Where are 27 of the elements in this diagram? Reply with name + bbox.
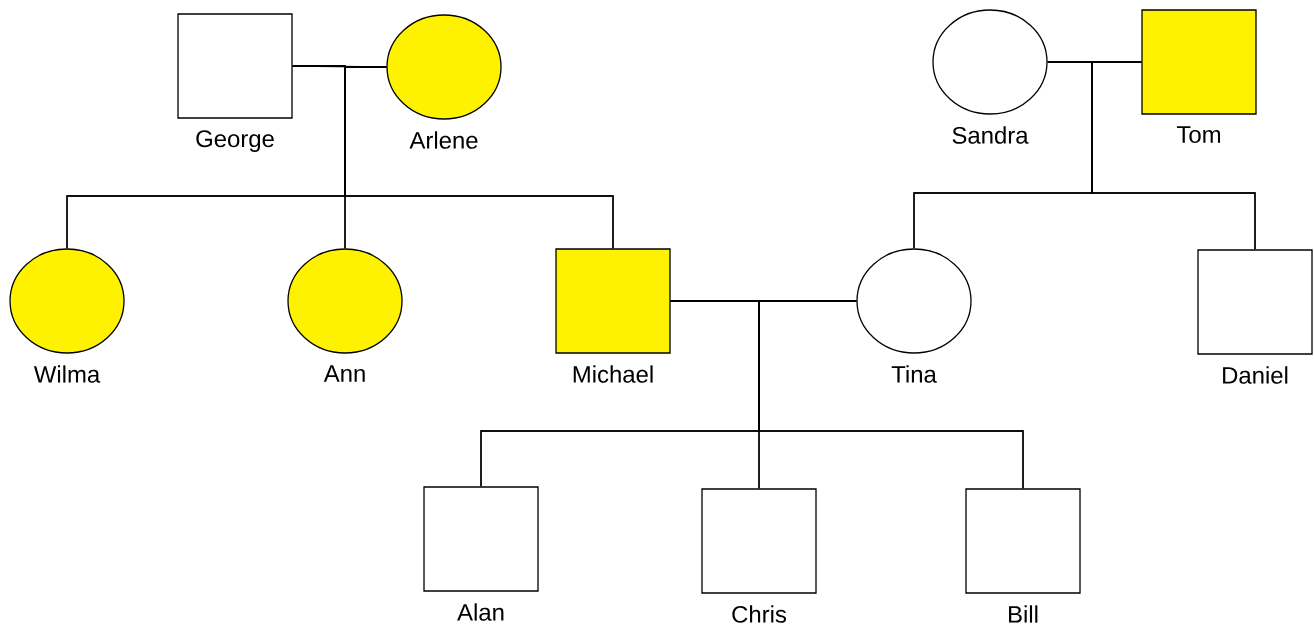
circle-symbol xyxy=(9,248,125,354)
name-label: Michael xyxy=(573,365,653,383)
descent-line xyxy=(1091,61,1256,250)
square-symbol xyxy=(423,486,539,592)
name-label: Tina xyxy=(891,365,937,383)
circle-symbol xyxy=(386,14,502,120)
square-symbol xyxy=(1141,9,1257,115)
circle-symbol xyxy=(856,248,972,354)
name-label: George xyxy=(196,130,274,152)
name-label: Sandra xyxy=(952,126,1029,144)
name-label: Chris xyxy=(732,605,787,623)
square-symbol xyxy=(177,13,293,119)
name-label: Bill xyxy=(1009,605,1038,623)
circle-symbol xyxy=(287,248,403,354)
square-symbol xyxy=(555,248,671,354)
name-label: Daniel xyxy=(1223,366,1288,384)
circle-symbol xyxy=(932,9,1048,115)
name-label: Arlene xyxy=(409,131,478,149)
name-label: Wilma xyxy=(33,365,101,383)
name-label: Alan xyxy=(457,603,504,621)
descent-line xyxy=(344,66,614,249)
name-label: Tom xyxy=(1176,126,1221,143)
square-symbol xyxy=(1197,249,1313,355)
name-label: Ann xyxy=(323,365,365,382)
descent-line xyxy=(758,300,1024,489)
square-symbol xyxy=(965,488,1081,594)
square-symbol xyxy=(701,488,817,594)
